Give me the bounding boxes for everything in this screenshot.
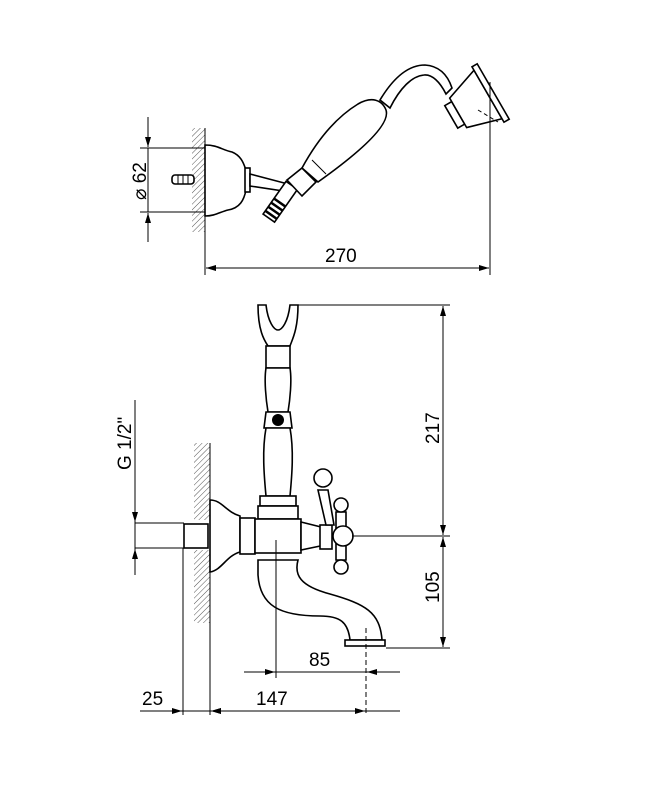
wall-bracket: [204, 144, 247, 217]
mixer-body: [254, 518, 302, 554]
width-dimension-label: 270: [325, 246, 357, 267]
spout-reach-label: 85: [309, 650, 330, 671]
total-height-label: 217: [423, 412, 444, 444]
spout-height-label: 105: [423, 571, 444, 603]
hand-shower-handle: [264, 367, 292, 413]
diameter-dimension-label: ⌀ 62: [130, 162, 151, 200]
thread-size-label: G 1/2": [115, 417, 136, 470]
hand-shower: [285, 62, 511, 198]
shower-head: [443, 62, 511, 130]
wall-hatch-top: [192, 128, 205, 232]
wall-plug: [171, 174, 195, 185]
bath-spout: [257, 559, 383, 641]
top-view: ⌀ 62 270: [130, 62, 511, 275]
front-view: 217 105 G 1/2" 85 147 25: [115, 304, 450, 715]
wall-offset-label: 25: [142, 689, 163, 710]
projection-label: 147: [256, 689, 288, 710]
shower-holder: [257, 304, 299, 369]
cross-handle: [313, 468, 354, 575]
hose-connector: [261, 180, 299, 224]
inlet-nipple: [183, 523, 209, 549]
escutcheon: [209, 499, 241, 573]
